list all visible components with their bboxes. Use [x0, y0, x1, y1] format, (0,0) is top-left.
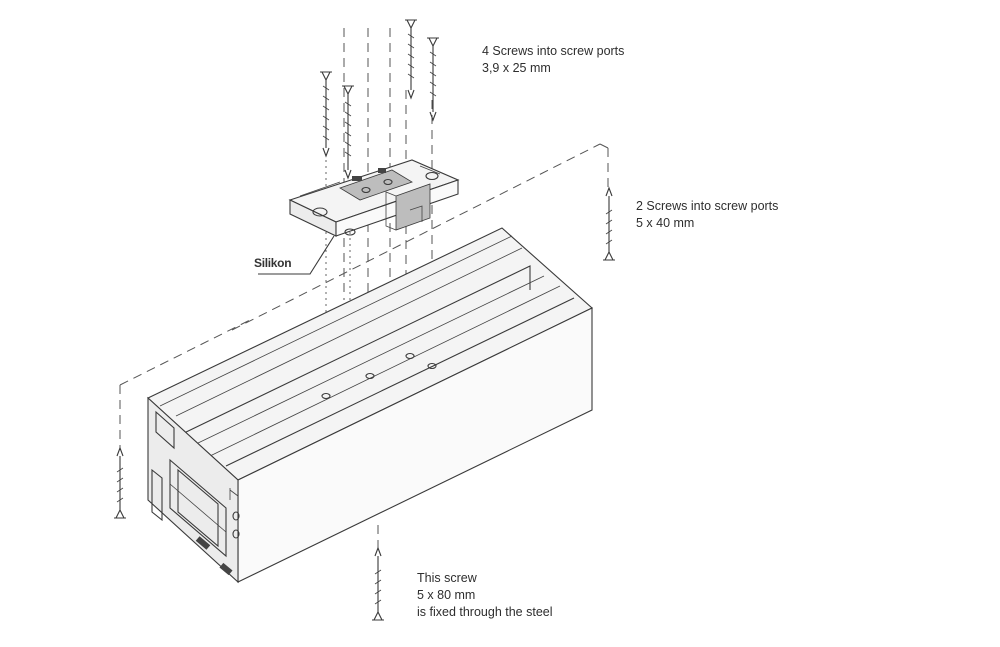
top-screws-label: 4 Screws into screw ports 3,9 x 25 mm [482, 43, 624, 77]
aluminium-profile [147, 227, 593, 584]
screw-icon [342, 85, 354, 180]
top-screws-label-line1: 4 Screws into screw ports [482, 44, 625, 58]
screw-icon [320, 71, 332, 158]
side-screw-guides [119, 143, 609, 548]
screw-icon [405, 19, 417, 100]
screw-icon [427, 37, 439, 122]
bottom-screw-label-line1: This screw [417, 571, 477, 585]
screw-icon [372, 546, 384, 621]
top-screws [320, 19, 439, 180]
silikon-label: Silikon [254, 256, 292, 270]
silikon-leader [258, 235, 335, 275]
bottom-screw-label-line2: 5 x 80 mm [417, 588, 476, 602]
side-screws-label-line1: 2 Screws into screw ports [636, 199, 779, 213]
top-screws-label-line2: 3,9 x 25 mm [482, 61, 551, 75]
screw-icon [603, 186, 615, 261]
side-screws-label-line2: 5 x 40 mm [636, 216, 695, 230]
mounting-bracket [288, 159, 460, 237]
screw-icon [114, 446, 126, 519]
bottom-screw-label-line3: is fixed through the steel [417, 605, 553, 619]
side-screws-label: 2 Screws into screw ports 5 x 40 mm [636, 198, 778, 232]
bottom-screw-label: This screw 5 x 80 mm is fixed through th… [417, 570, 553, 621]
